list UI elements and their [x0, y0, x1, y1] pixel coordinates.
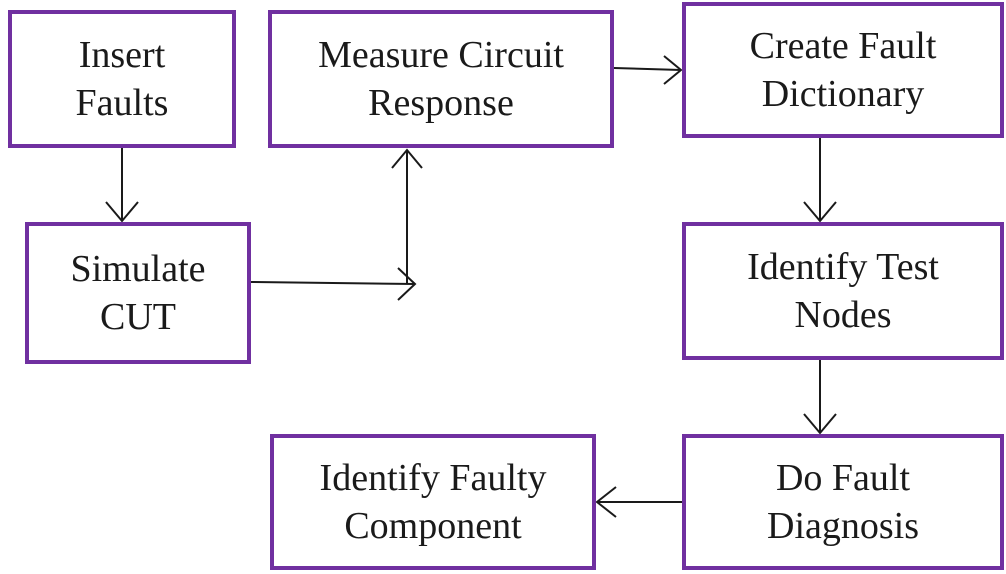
- arrow-nodes-to-diagnosis: [803, 360, 837, 435]
- fault-diagnosis-line1: Do Fault: [775, 457, 911, 499]
- fault-dictionary-line1: Create Fault: [749, 25, 937, 67]
- insert-faults-box: Insert Faults: [8, 10, 236, 148]
- test-nodes-line1: Identify Test: [747, 246, 939, 288]
- faulty-component-line1: Identify Faulty: [319, 457, 547, 499]
- simulate-cut-box: Simulate CUT: [25, 222, 251, 364]
- test-nodes-line2: Nodes: [794, 294, 892, 336]
- arrow-measure-to-dictionary: [613, 55, 683, 85]
- identify-faulty-component-box: Identify Faulty Component: [270, 434, 596, 570]
- measure-circuit-response-box: Measure Circuit Response: [268, 10, 614, 148]
- fault-diagnosis-line2: Diagnosis: [767, 505, 919, 547]
- insert-faults-line2: Faults: [75, 82, 169, 124]
- arrow-dictionary-to-nodes: [803, 138, 837, 223]
- arrow-diagnosis-to-component: [595, 486, 682, 518]
- measure-response-line1: Measure Circuit: [318, 34, 564, 76]
- measure-response-line2: Response: [368, 82, 514, 124]
- insert-faults-line1: Insert: [78, 34, 166, 76]
- faulty-component-line2: Component: [344, 505, 522, 547]
- create-fault-dictionary-box: Create Fault Dictionary: [682, 2, 1004, 138]
- simulate-cut-line1: Simulate: [70, 248, 206, 290]
- identify-test-nodes-box: Identify Test Nodes: [682, 222, 1004, 360]
- arrow-simulate-to-measure: [250, 148, 423, 301]
- do-fault-diagnosis-box: Do Fault Diagnosis: [682, 434, 1004, 570]
- simulate-cut-line2: CUT: [100, 296, 176, 338]
- arrow-insert-to-simulate: [105, 148, 139, 223]
- fault-dictionary-line2: Dictionary: [761, 73, 925, 115]
